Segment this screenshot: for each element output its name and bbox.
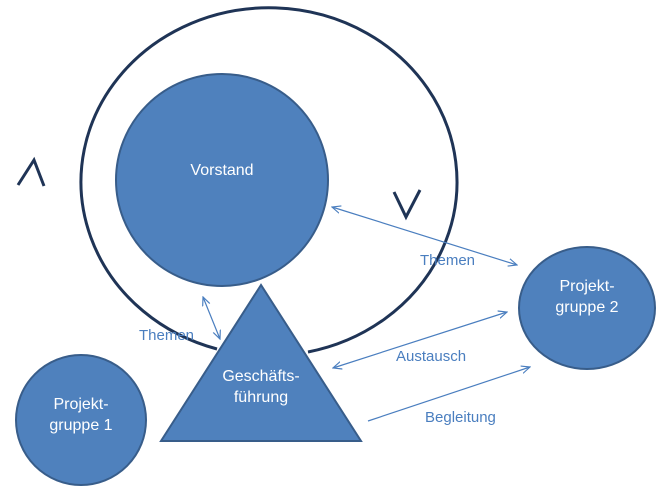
edge-label-austausch: Austausch [396, 348, 467, 365]
arrow-austausch [333, 312, 507, 368]
cycle-arrow-up-icon [16, 156, 46, 187]
arrow-begleitung [367, 367, 530, 422]
vorstand-node [115, 73, 329, 287]
arrow-vorstand-projektgruppe-2 [332, 207, 517, 265]
projektgruppe-1-node [15, 354, 147, 486]
vorstand-label: Vorstand [190, 162, 254, 179]
projektgruppe-2-label: Projekt- gruppe 2 [555, 278, 619, 316]
arrow-vorstand-geschaeftsfuehrung [203, 297, 220, 339]
projektgruppe-2-node [518, 246, 656, 370]
edge-label-themen-right: Themen [420, 252, 476, 269]
cycle-arrow-down-icon [392, 189, 422, 221]
geschaeftsfuehrung-label: Geschäfts- führung [222, 368, 300, 406]
edge-label-begleitung: Begleitung [425, 409, 496, 426]
projektgruppe-1-label: Projekt- gruppe 1 [49, 396, 113, 434]
geschaeftsfuehrung-node [159, 283, 363, 442]
edge-label-themen-left: Themen [139, 327, 195, 344]
